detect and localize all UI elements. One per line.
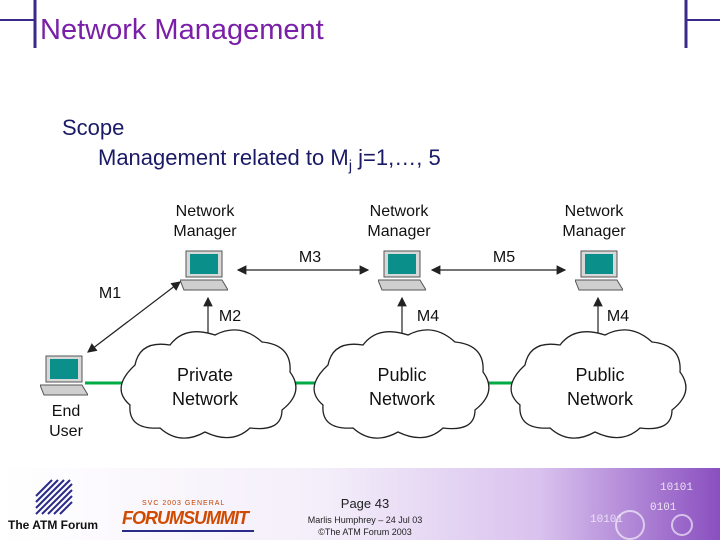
m3-label: M3 bbox=[298, 249, 322, 266]
atm-forum-logo bbox=[35, 479, 73, 515]
corner-decoration bbox=[0, 0, 720, 48]
computer-icon bbox=[180, 250, 228, 291]
m2-label: M2 bbox=[218, 308, 242, 325]
public-network-cloud-1 bbox=[313, 329, 490, 439]
atm-forum-text: The ATM Forum bbox=[8, 518, 98, 532]
public-network-cloud-2 bbox=[510, 329, 687, 439]
m1-label: M1 bbox=[98, 285, 122, 302]
m1-link bbox=[87, 281, 181, 353]
m5-label: M5 bbox=[492, 249, 516, 266]
private-network-cloud bbox=[120, 329, 297, 439]
svg-text:10101: 10101 bbox=[590, 514, 623, 526]
management-subscript: j bbox=[348, 157, 353, 175]
forum-summit-logo: FORUMSUMMIT bbox=[122, 508, 249, 528]
summit-underline bbox=[122, 530, 254, 532]
management-range: j=1,…, 5 bbox=[352, 145, 441, 170]
svg-text:10101: 10101 bbox=[660, 482, 693, 494]
page-number: Page 43 bbox=[340, 496, 390, 511]
m4-label-1: M4 bbox=[416, 308, 440, 325]
management-scope-text: Management related to Mj j=1,…, 5 bbox=[98, 145, 441, 174]
author-text: Marlis Humphrey – 24 Jul 03 bbox=[307, 515, 423, 525]
footer-band bbox=[0, 468, 720, 540]
copyright-text: ©The ATM Forum 2003 bbox=[318, 527, 412, 537]
management-text: Management related to M bbox=[98, 145, 349, 170]
slide-title: Network Management bbox=[40, 14, 324, 46]
m4-label-2: M4 bbox=[606, 308, 630, 325]
computer-icon bbox=[575, 250, 623, 291]
end-user-computer-icon bbox=[40, 355, 88, 396]
binary-decoration: 10101 0101 10101 bbox=[590, 482, 693, 540]
scope-bullet: Scope bbox=[62, 115, 125, 140]
computer-icon bbox=[378, 250, 426, 291]
network-diagram bbox=[85, 265, 687, 439]
svg-text:0101: 0101 bbox=[650, 502, 677, 514]
summit-top-text: SVC 2003 GENERAL bbox=[142, 500, 226, 507]
